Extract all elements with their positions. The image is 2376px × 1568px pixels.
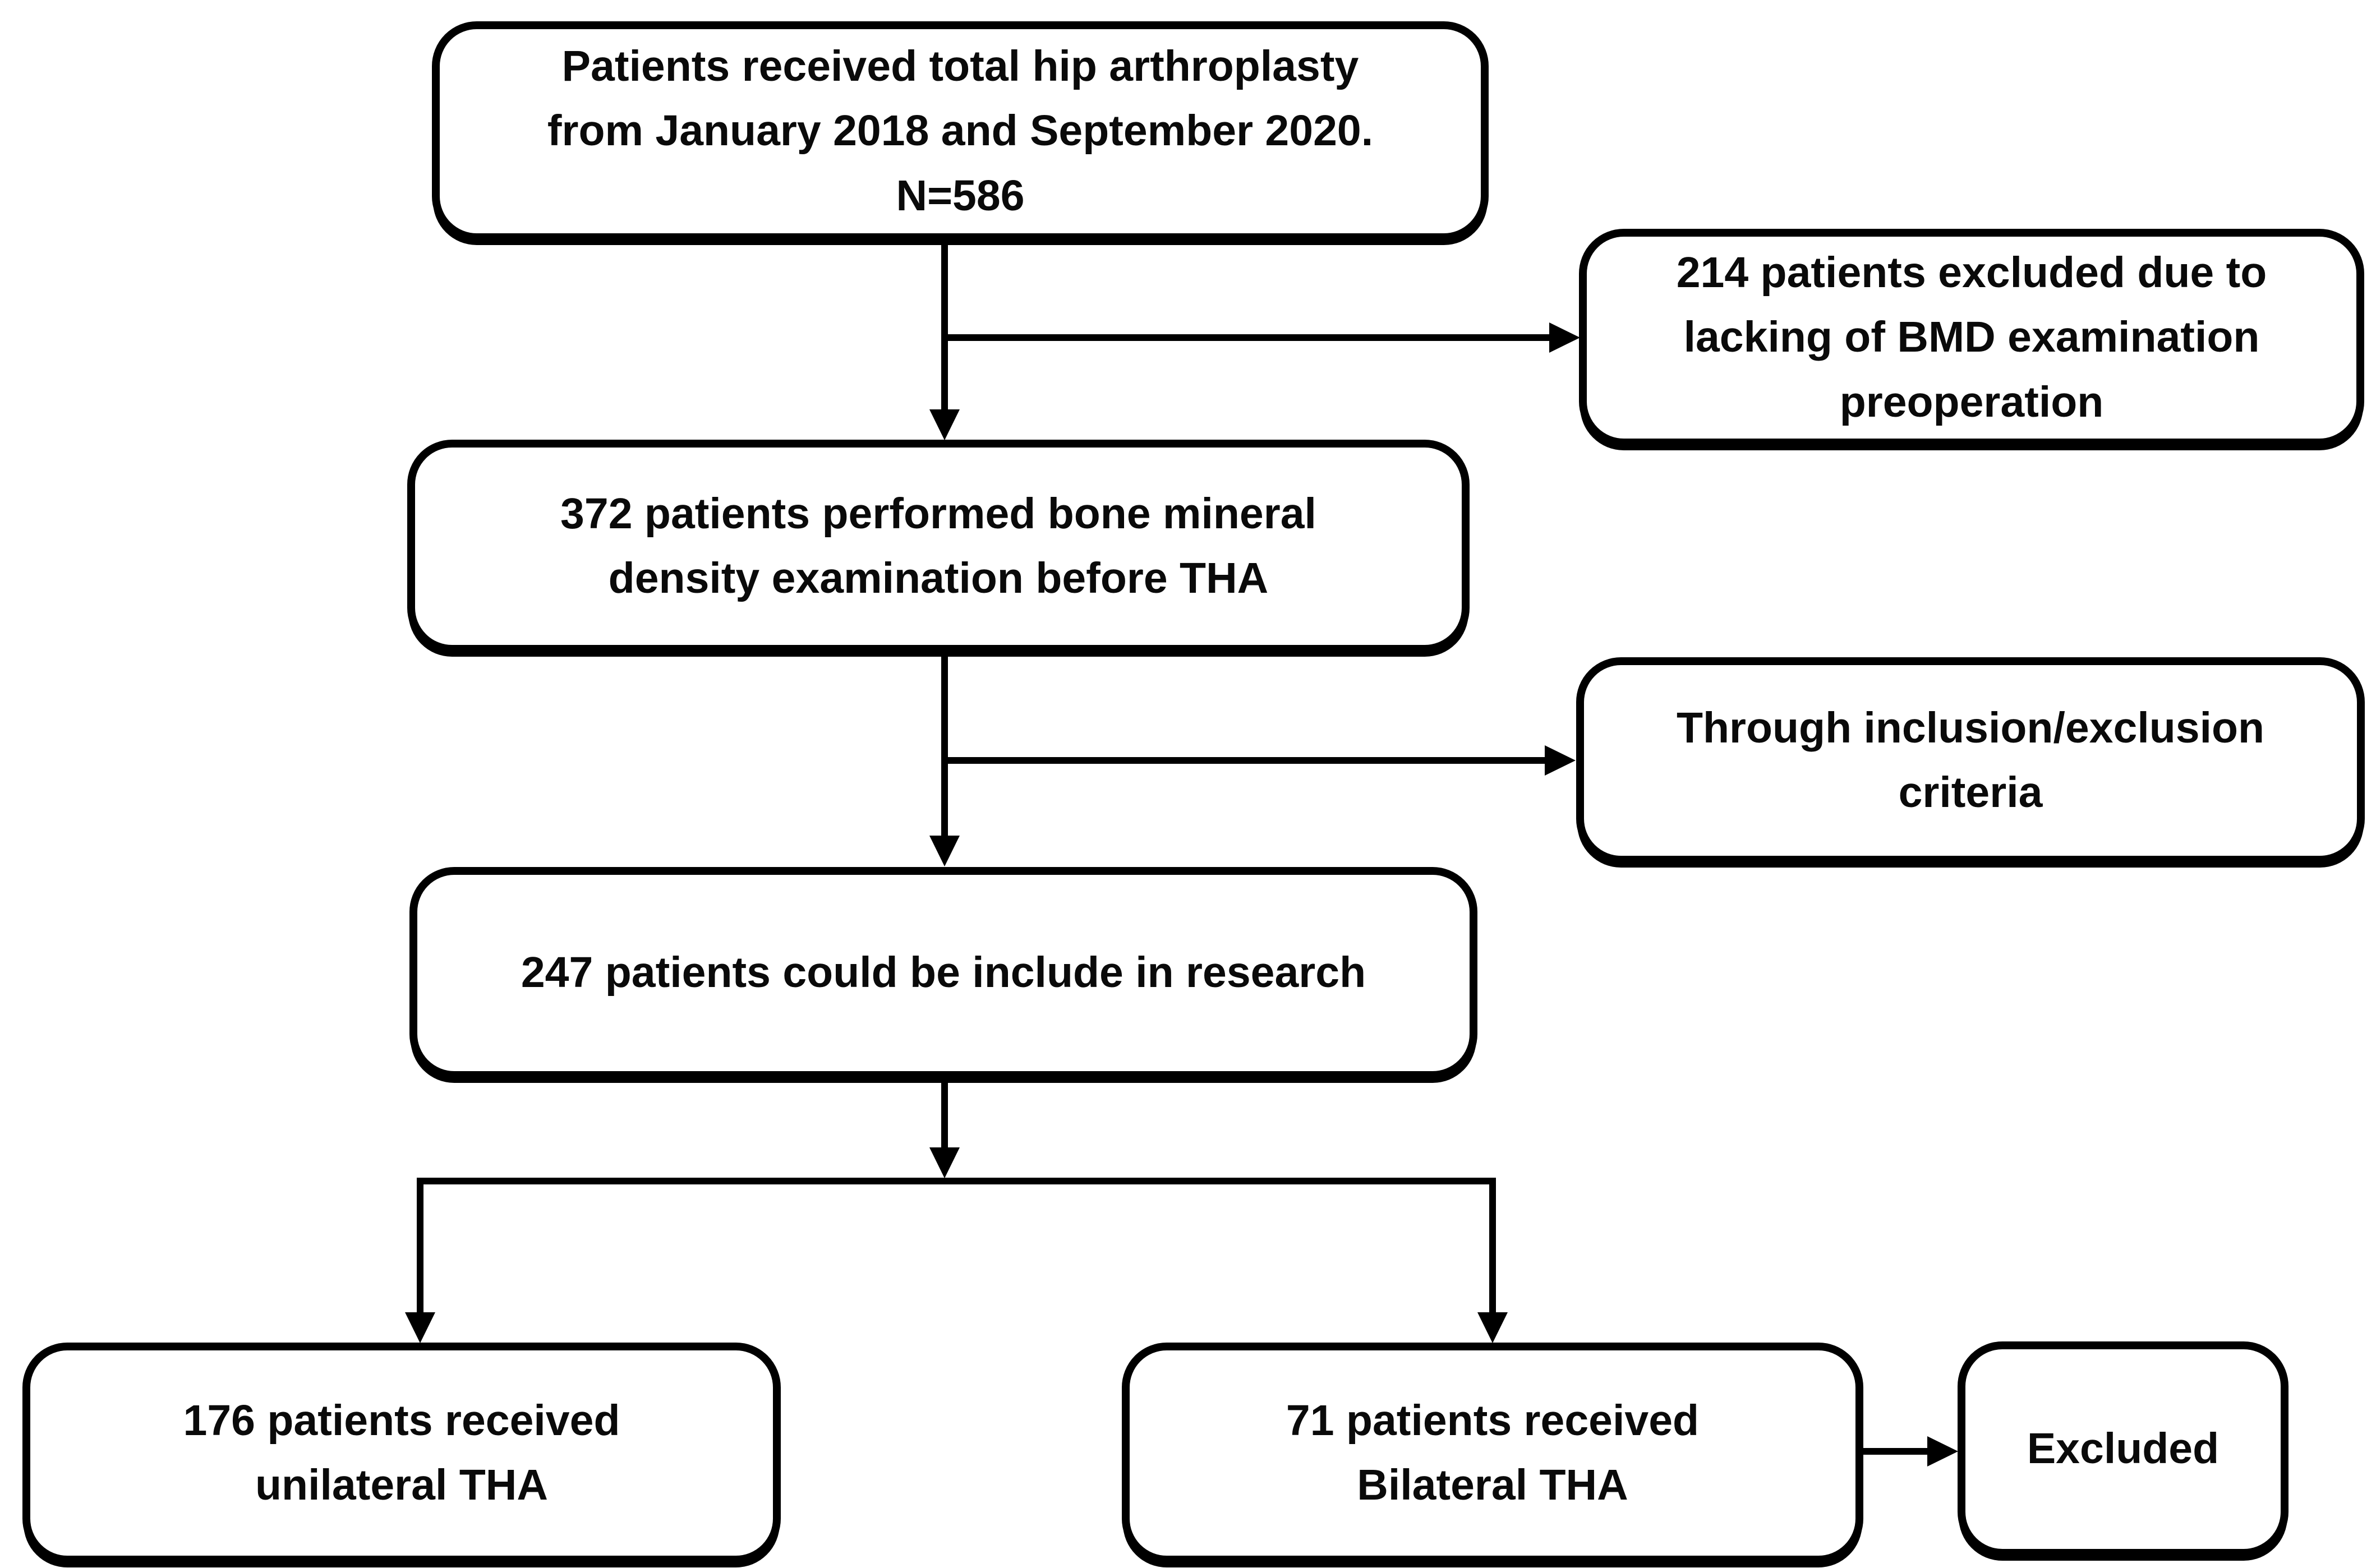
node-bilateral: 71 patients received Bilateral THA [1122,1343,1863,1564]
split-bar-line [417,1178,1496,1184]
edge-bilateral-to-excluded-arrowhead-icon [1927,1436,1958,1466]
edge-bmd-to-included-arrowhead-icon [929,836,960,866]
edge-split-to-unilateral-line [417,1184,423,1313]
edge-bmd-to-criteria-arrowhead-icon [1545,745,1576,776]
edge-included-to-split-arrowhead-icon [929,1147,960,1178]
node-included: 247 patients could be include in researc… [409,867,1477,1079]
node-excluded-bmd: 214 patients excluded due to lacking of … [1579,229,2364,446]
edge-total-to-excludedbmd-line [945,334,1549,341]
edge-split-to-bilateral-line [1489,1184,1496,1313]
edge-included-to-split-line [941,1079,948,1149]
node-excluded-final: Excluded [1958,1341,2288,1557]
node-excluded-final-label: Excluded [2027,1424,2220,1473]
edge-bmd-to-included-line [941,653,948,837]
node-criteria: Through inclusion/exclusion criteria [1576,657,2365,864]
edge-split-to-bilateral-arrowhead-icon [1477,1312,1508,1343]
edge-total-to-bmd-line [941,241,948,411]
node-included-label: 247 patients could be include in researc… [521,948,1366,997]
edge-split-to-unilateral-arrowhead-icon [405,1312,435,1343]
node-total-tha: Patients received total hip arthroplasty… [432,21,1489,241]
node-total-tha-label: Patients received total hip arthroplasty… [547,41,1374,220]
edge-bmd-to-criteria-line [945,757,1545,764]
node-bilateral-label: 71 patients received Bilateral THA [1286,1396,1700,1510]
node-criteria-label: Through inclusion/exclusion criteria [1676,703,2265,817]
node-bmd-exam-label: 372 patients performed bone mineral dens… [560,489,1316,603]
edge-bilateral-to-excluded-line [1863,1448,1928,1455]
node-unilateral: 176 patients received unilateral THA [22,1343,781,1564]
edge-total-to-excludedbmd-arrowhead-icon [1549,322,1580,353]
node-excluded-bmd-label: 214 patients excluded due to lacking of … [1676,248,2267,426]
node-bmd-exam: 372 patients performed bone mineral dens… [407,440,1470,653]
node-unilateral-label: 176 patients received unilateral THA [183,1396,620,1510]
edge-total-to-bmd-arrowhead-icon [929,409,960,440]
